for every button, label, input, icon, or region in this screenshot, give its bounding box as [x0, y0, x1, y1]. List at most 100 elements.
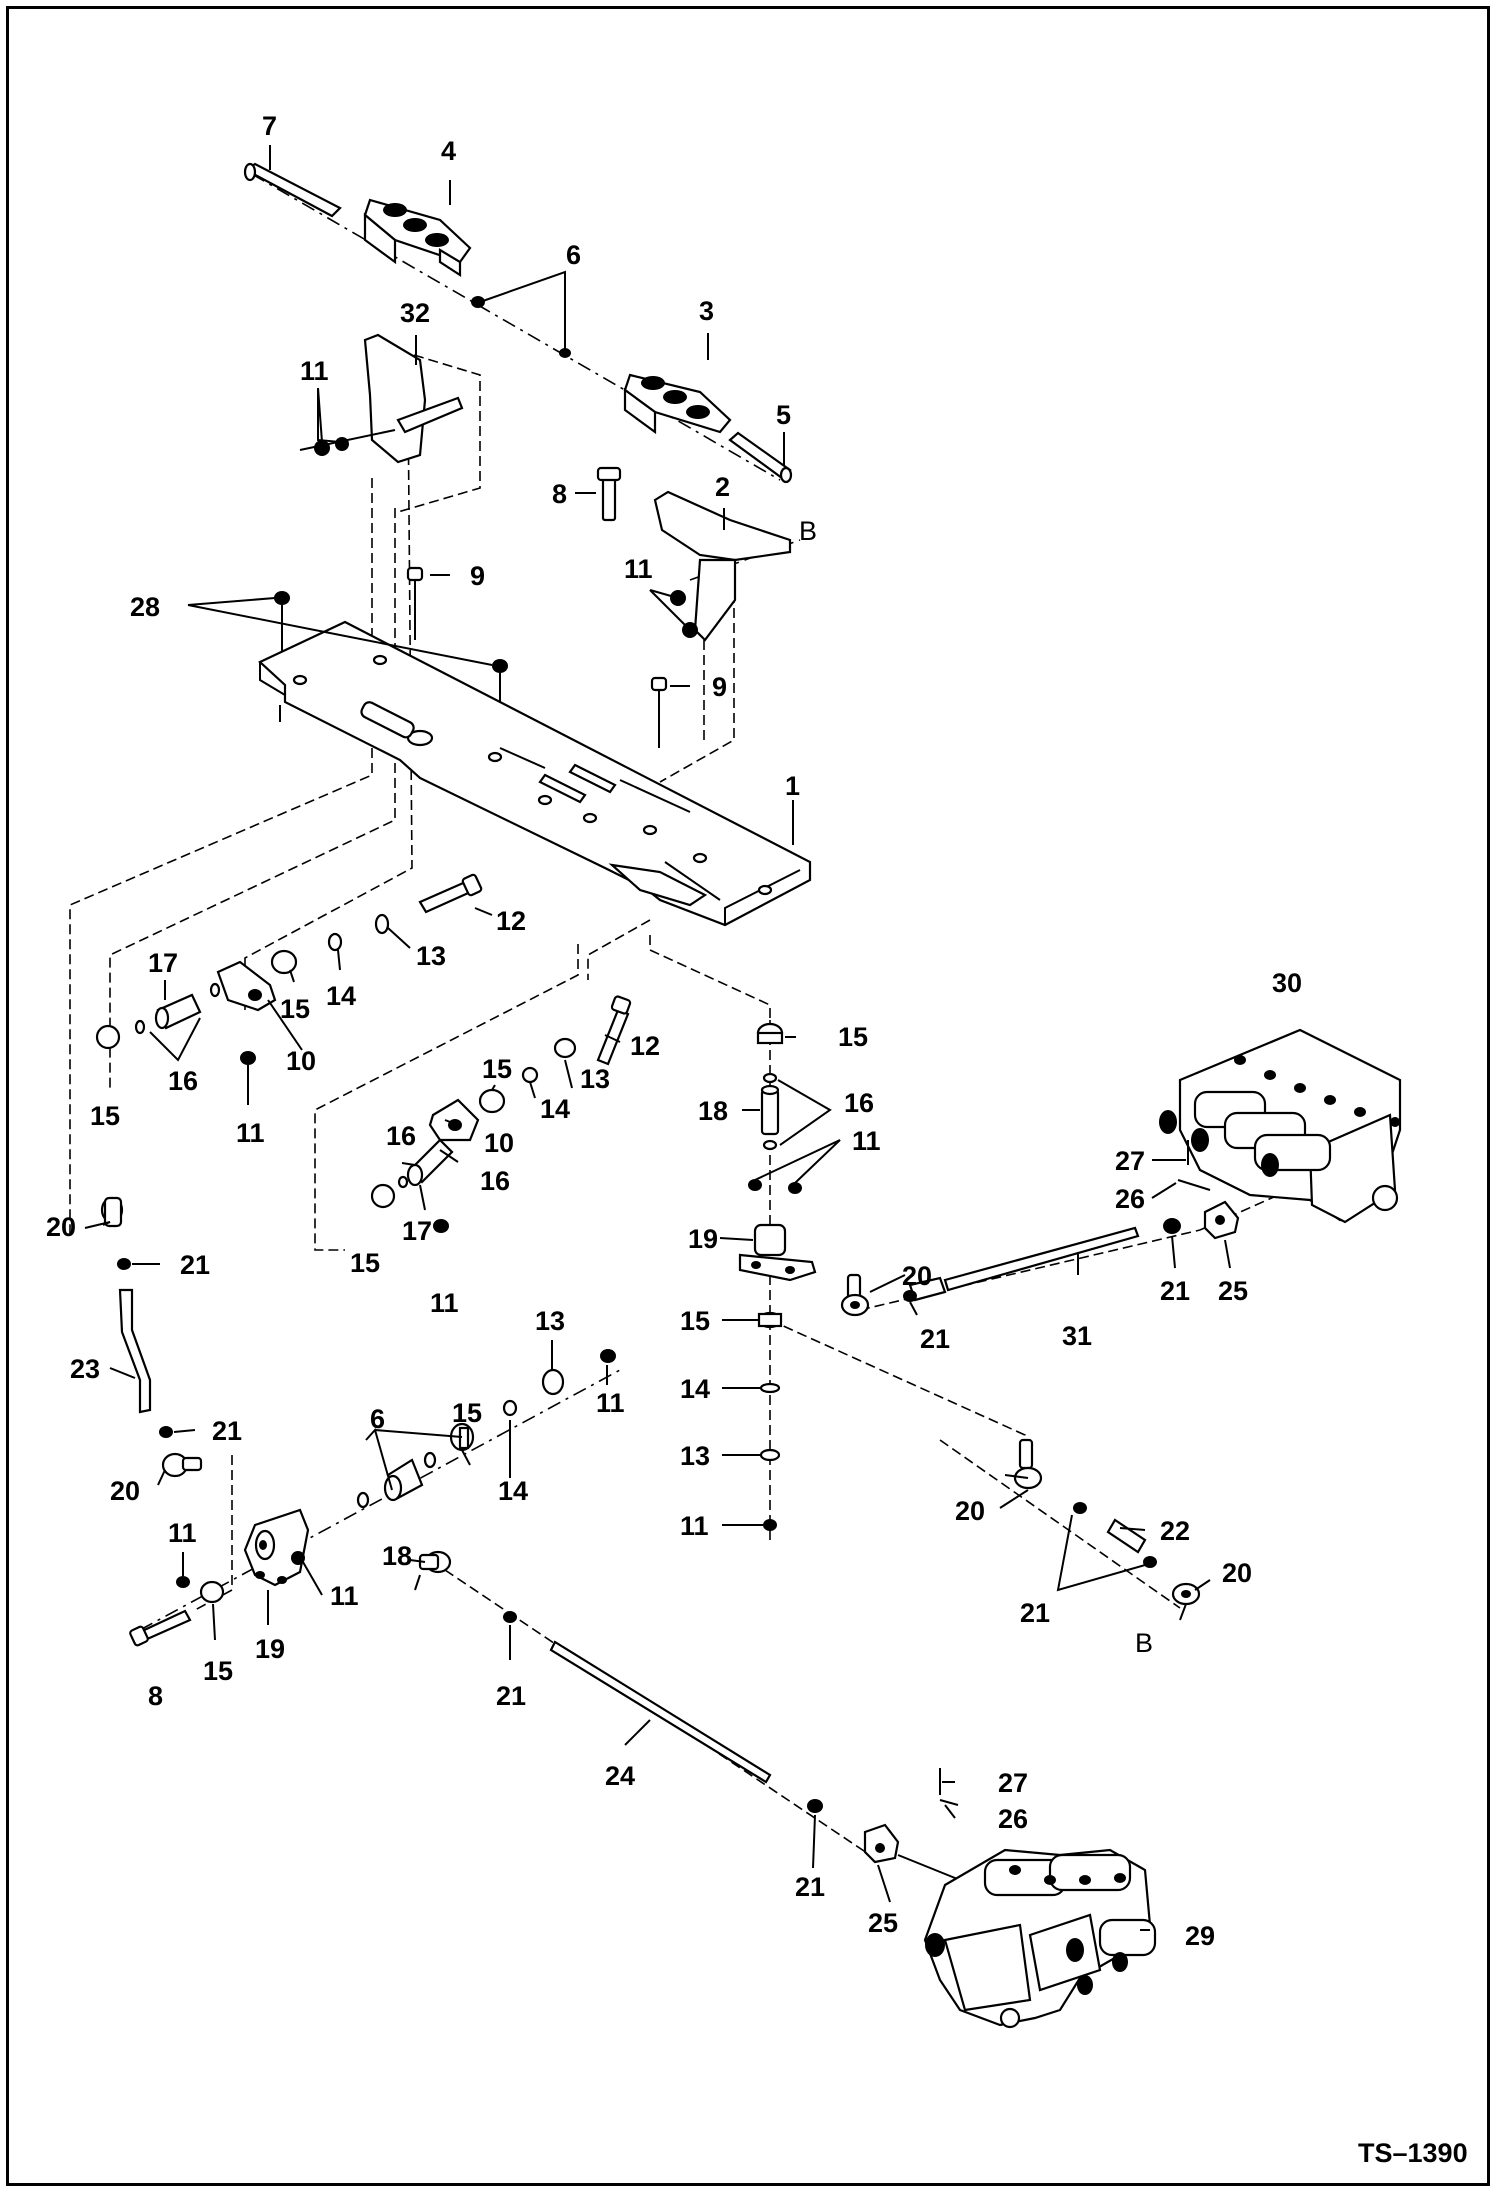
- callout: 15: [350, 1248, 380, 1278]
- part-clevis-25-lower: [863, 1823, 961, 1881]
- callout: 15: [203, 1656, 233, 1686]
- callout: 27: [998, 1768, 1028, 1798]
- callout: 21: [212, 1416, 242, 1446]
- callout: 23: [70, 1354, 100, 1384]
- part-bolt-5: [728, 431, 793, 484]
- callout: 31: [1062, 1321, 1092, 1351]
- callout: 19: [688, 1224, 718, 1254]
- callout: 19: [255, 1634, 285, 1664]
- callout: 14: [680, 1374, 710, 1404]
- part-clevis-25-top: [1203, 1200, 1240, 1240]
- part-ball-joint-20-right: [1004, 1438, 1201, 1621]
- callout: 11: [624, 554, 653, 584]
- part-bracket-32: [299, 333, 464, 464]
- callout: 11: [168, 1518, 197, 1548]
- callout-labels: 7 4 6 32 3 11 5 8 2 B 9 28 11 9 1 12 17 …: [46, 111, 1302, 1951]
- callout: 9: [470, 561, 485, 591]
- part-plate-1: [258, 620, 812, 927]
- part-ball-joint-20-mid: [840, 1273, 917, 1317]
- callout: 32: [400, 298, 430, 328]
- part-mount-4: [363, 198, 472, 278]
- part-ball-joint-20-upper-left: [84, 1196, 131, 1270]
- callout: 18: [382, 1541, 412, 1571]
- part-bolt-12-b: [596, 995, 632, 1066]
- part-valve-29: [923, 1848, 1157, 2029]
- callout: 21: [496, 1681, 526, 1711]
- part-washer-6: [471, 296, 571, 358]
- callout: 15: [452, 1398, 482, 1428]
- part-washers-lower-left: [356, 1368, 565, 1509]
- part-screw-9-b: [650, 676, 668, 748]
- callout: 21: [1160, 1276, 1190, 1306]
- callout: 15: [680, 1306, 710, 1336]
- part-valve-30: [1159, 1028, 1402, 1224]
- part-ball-joint-20-lower-left: [159, 1426, 203, 1478]
- callout: 7: [262, 111, 277, 141]
- callout: 17: [402, 1216, 432, 1246]
- callout: 11: [680, 1511, 709, 1541]
- callout: 1: [785, 771, 800, 801]
- callout: 2: [715, 472, 730, 502]
- part-nut-11-b: [433, 1219, 449, 1233]
- callout: 10: [484, 1128, 514, 1158]
- part-bracket-2: [653, 490, 792, 642]
- callout: B: [1135, 1628, 1153, 1658]
- part-rod-31: [908, 1218, 1181, 1302]
- callout: 21: [920, 1324, 950, 1354]
- leader-lines: [102, 145, 1231, 1931]
- callout: 20: [110, 1476, 140, 1506]
- part-bolt-8-top: [596, 466, 622, 522]
- part-ball-joint-18-lower: [414, 1550, 452, 1591]
- callout: 22: [1160, 1516, 1190, 1546]
- callout: 13: [680, 1441, 710, 1471]
- callout: 15: [838, 1022, 868, 1052]
- callout: B: [799, 516, 817, 546]
- part-pin-26-27-lower: [939, 1768, 959, 1806]
- callout: 3: [699, 296, 714, 326]
- part-nuts-11-lower-right: [600, 1349, 616, 1363]
- part-bolt-7: [243, 162, 342, 218]
- part-rod-24: [503, 1611, 823, 1813]
- callout: 20: [1222, 1558, 1252, 1588]
- callout: 9: [712, 672, 727, 702]
- callout: 16: [480, 1166, 510, 1196]
- callout: 17: [148, 948, 178, 978]
- callout: 12: [496, 906, 526, 936]
- part-bracket-19-lower: [243, 1508, 310, 1587]
- part-bushing-15-a: [95, 949, 298, 1050]
- callout: 16: [844, 1088, 874, 1118]
- callout: 13: [580, 1064, 610, 1094]
- center-lines: [69, 173, 1286, 1856]
- callout: 12: [630, 1031, 660, 1061]
- part-bolt-12-a: [418, 873, 483, 914]
- callout: 13: [535, 1306, 565, 1336]
- callout: 21: [795, 1872, 825, 1902]
- callout: 11: [430, 1288, 459, 1318]
- callout: 29: [1185, 1921, 1215, 1951]
- callout: 11: [236, 1118, 265, 1148]
- callout: 25: [868, 1908, 898, 1938]
- part-mount-3: [623, 373, 732, 435]
- callout: 15: [482, 1054, 512, 1084]
- callout: 16: [386, 1121, 416, 1151]
- callout: 16: [168, 1066, 198, 1096]
- callout: 13: [416, 941, 446, 971]
- callout: 30: [1272, 968, 1302, 998]
- callout: 15: [90, 1101, 120, 1131]
- part-bracket-10-a: [216, 960, 277, 1012]
- part-bolt-8-lower: [129, 1576, 225, 1647]
- part-bracket-10-b: [428, 1098, 480, 1142]
- callout: 6: [370, 1404, 385, 1434]
- callout: 8: [148, 1681, 163, 1711]
- callout: 20: [955, 1496, 985, 1526]
- callout: 11: [300, 356, 329, 386]
- part-screw-9-a: [406, 566, 424, 640]
- callout: 27: [1115, 1146, 1145, 1176]
- part-rod-23: [118, 1288, 152, 1414]
- callout: 20: [902, 1261, 932, 1291]
- callout: 21: [1020, 1598, 1050, 1628]
- part-pin-26-27-top: [1177, 1140, 1211, 1191]
- callout: 14: [498, 1476, 528, 1506]
- callout: 25: [1218, 1276, 1248, 1306]
